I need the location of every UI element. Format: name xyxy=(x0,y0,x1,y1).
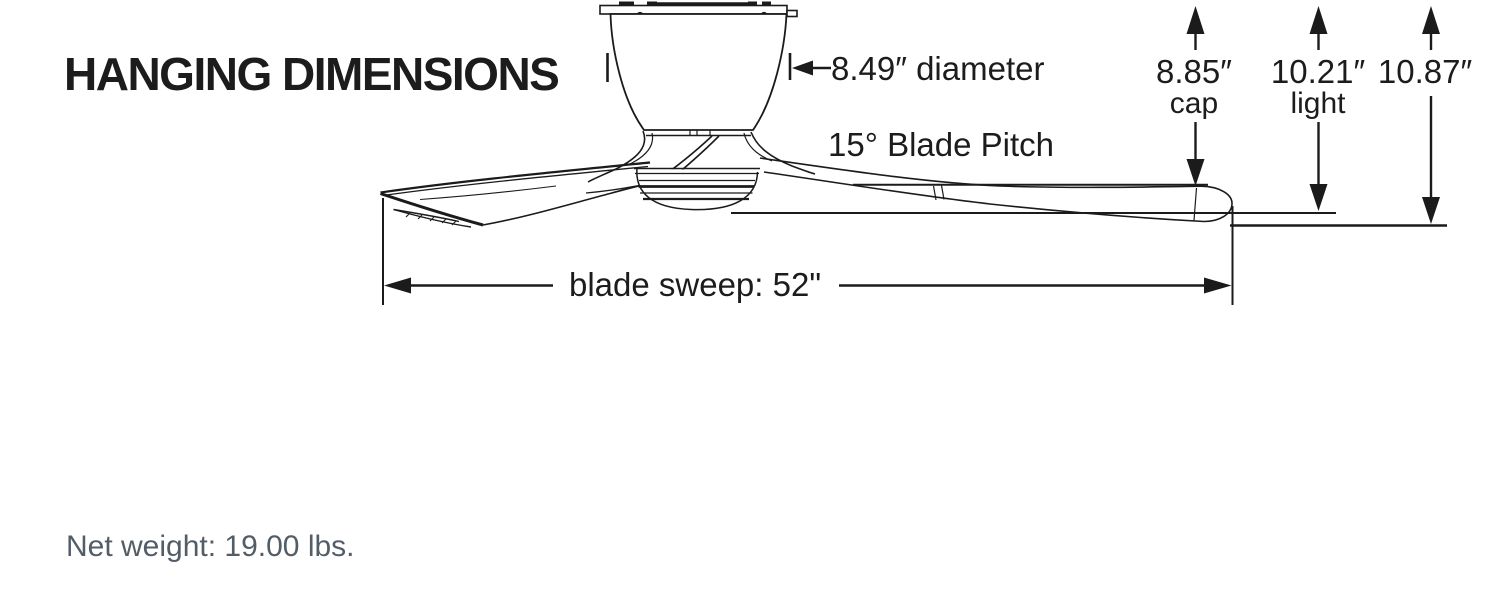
blade-sweep-dimension-arrow xyxy=(382,198,1234,305)
page-title: HANGING DIMENSIONS xyxy=(64,48,560,100)
reference-lines xyxy=(731,183,1447,227)
diameter-dimension-arrow xyxy=(606,53,831,82)
diameter-label: 8.49″ diameter xyxy=(831,50,1045,87)
dimension-light-value: 10.21″ xyxy=(1270,53,1366,90)
dimension-cap-value: 8.85″ xyxy=(1156,53,1232,90)
dimension-overall: 10.87″ xyxy=(1378,55,1472,88)
left-blade xyxy=(380,161,657,228)
dimension-light: 10.21″ light xyxy=(1271,55,1365,119)
dimension-cap: 8.85″ cap xyxy=(1156,55,1232,119)
net-weight-text: Net weight: 19.00 lbs. xyxy=(66,530,355,563)
fan-body xyxy=(609,13,788,137)
dimension-light-label: light xyxy=(1290,87,1346,120)
dimension-overall-value: 10.87″ xyxy=(1377,53,1473,90)
dimension-cap-label: cap xyxy=(1169,87,1219,120)
light-dimension-arrow xyxy=(1309,6,1328,211)
blade-sweep-label: blade sweep: 52" xyxy=(568,266,822,303)
cap-dimension-arrow xyxy=(1186,6,1205,186)
light-kit xyxy=(634,167,760,211)
right-blade xyxy=(759,157,1233,223)
overall-dimension-arrow xyxy=(1422,6,1440,224)
blade-pitch-label: 15° Blade Pitch xyxy=(828,126,1055,163)
